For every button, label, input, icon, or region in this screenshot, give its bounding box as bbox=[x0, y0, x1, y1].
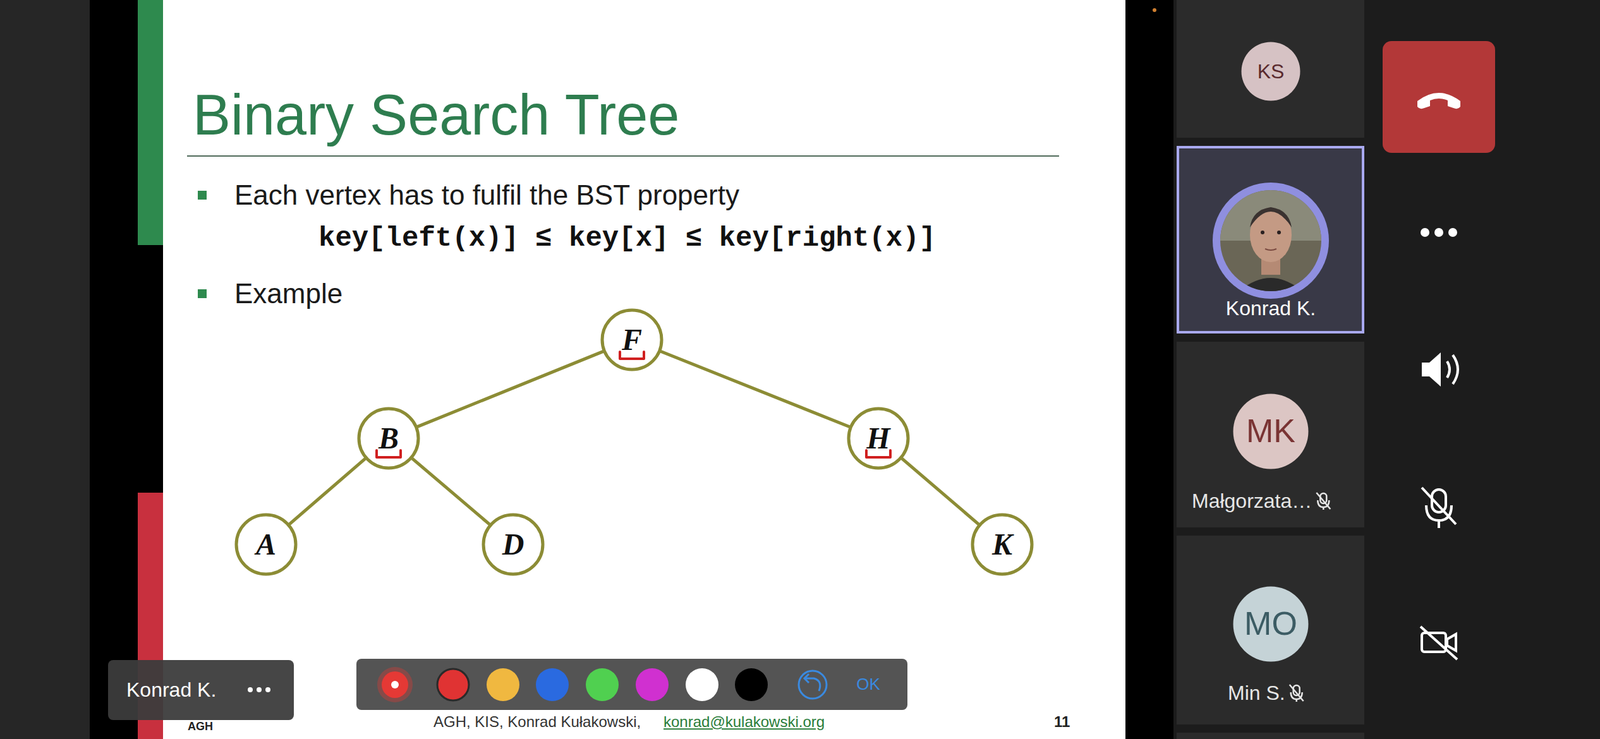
bullet-text: Example bbox=[234, 278, 343, 311]
pen-toolbar bbox=[356, 659, 908, 711]
vertex-key: F bbox=[621, 322, 643, 358]
more-icon bbox=[1420, 228, 1458, 237]
participant-name: Małgorzata… bbox=[1191, 489, 1312, 514]
slide-title: Binary Search Tree bbox=[192, 82, 680, 149]
avatar-initials: MO bbox=[1244, 605, 1298, 644]
tree-vertex: A bbox=[234, 513, 298, 577]
tree-vertex: H bbox=[846, 406, 910, 471]
slide-number: 11 bbox=[1054, 713, 1070, 732]
more-icon bbox=[247, 687, 271, 693]
undo-icon bbox=[798, 671, 827, 699]
participant-tile bbox=[1176, 535, 1365, 725]
tree-vertex: B bbox=[357, 406, 421, 471]
bst-formula: key[left(x)] ≤ key[x] ≤ key[right(x)] bbox=[318, 222, 936, 255]
footer-email: konrad@kulakowski.org bbox=[663, 713, 825, 732]
side-panel bbox=[1173, 0, 1600, 739]
pen-button bbox=[381, 671, 409, 699]
mic-off-icon bbox=[1421, 487, 1456, 529]
participant-tile bbox=[1176, 341, 1365, 528]
mic-off-icon bbox=[1289, 684, 1304, 703]
tree-vertex: F bbox=[600, 308, 664, 372]
pen-glow bbox=[377, 667, 413, 703]
participant-name: Konrad K. bbox=[1225, 296, 1316, 321]
vertex-key: H bbox=[866, 420, 890, 456]
title-rule bbox=[187, 155, 1060, 157]
tree-vertex: K bbox=[970, 513, 1034, 577]
footer-logo: AGH bbox=[187, 720, 213, 734]
green-bar bbox=[137, 0, 164, 246]
vertex-key: D bbox=[502, 527, 525, 562]
ok-button: OK bbox=[856, 675, 881, 695]
participant-tile bbox=[1176, 0, 1365, 138]
hang-up-icon bbox=[1417, 92, 1461, 109]
avatar-initials: KS bbox=[1257, 60, 1285, 84]
camera-off-icon bbox=[1420, 626, 1458, 660]
color-swatch bbox=[437, 669, 469, 701]
bullet-text: Each vertex has to fulfil the BST proper… bbox=[234, 179, 740, 212]
participant-name: Min S. bbox=[1227, 681, 1286, 706]
vertex-key: K bbox=[992, 527, 1013, 562]
end-call-button bbox=[1382, 41, 1496, 153]
avatar-circle: KS bbox=[1241, 41, 1301, 102]
participant-tile bbox=[1176, 733, 1365, 739]
tree-edge bbox=[660, 351, 850, 428]
tree-edge bbox=[289, 458, 366, 525]
bullet-square bbox=[197, 190, 207, 200]
presenter-badge bbox=[108, 660, 294, 721]
tree-edge bbox=[412, 458, 490, 525]
tree-edge bbox=[417, 351, 603, 427]
pen-dot bbox=[391, 681, 399, 689]
color-swatch bbox=[734, 668, 768, 702]
color-swatch bbox=[486, 668, 520, 702]
color-swatch bbox=[685, 668, 719, 702]
active-participant-tile bbox=[1177, 147, 1364, 333]
participant-photo bbox=[1212, 182, 1329, 299]
black-margin bbox=[89, 0, 164, 739]
footer-text: AGH, KIS, Konrad Kułakowski, bbox=[433, 713, 641, 732]
mic-off-icon bbox=[1316, 492, 1331, 510]
status-dot bbox=[1152, 8, 1157, 13]
vertex-key: A bbox=[255, 527, 277, 562]
vertex-key: B bbox=[378, 420, 399, 456]
color-swatch bbox=[585, 668, 619, 702]
avatar-circle: MO bbox=[1232, 586, 1309, 663]
color-swatch bbox=[635, 668, 669, 702]
tree-edge bbox=[901, 458, 979, 525]
presenter-name: Konrad K. bbox=[126, 678, 217, 703]
black-margin bbox=[1125, 0, 1174, 739]
bullet-square bbox=[197, 289, 207, 299]
avatar-initials: MK bbox=[1246, 412, 1296, 451]
speaker-icon bbox=[1421, 352, 1458, 387]
slide bbox=[163, 0, 1126, 739]
color-swatch bbox=[535, 668, 569, 702]
tree-vertex: D bbox=[481, 513, 545, 577]
avatar-circle: MK bbox=[1232, 393, 1309, 470]
